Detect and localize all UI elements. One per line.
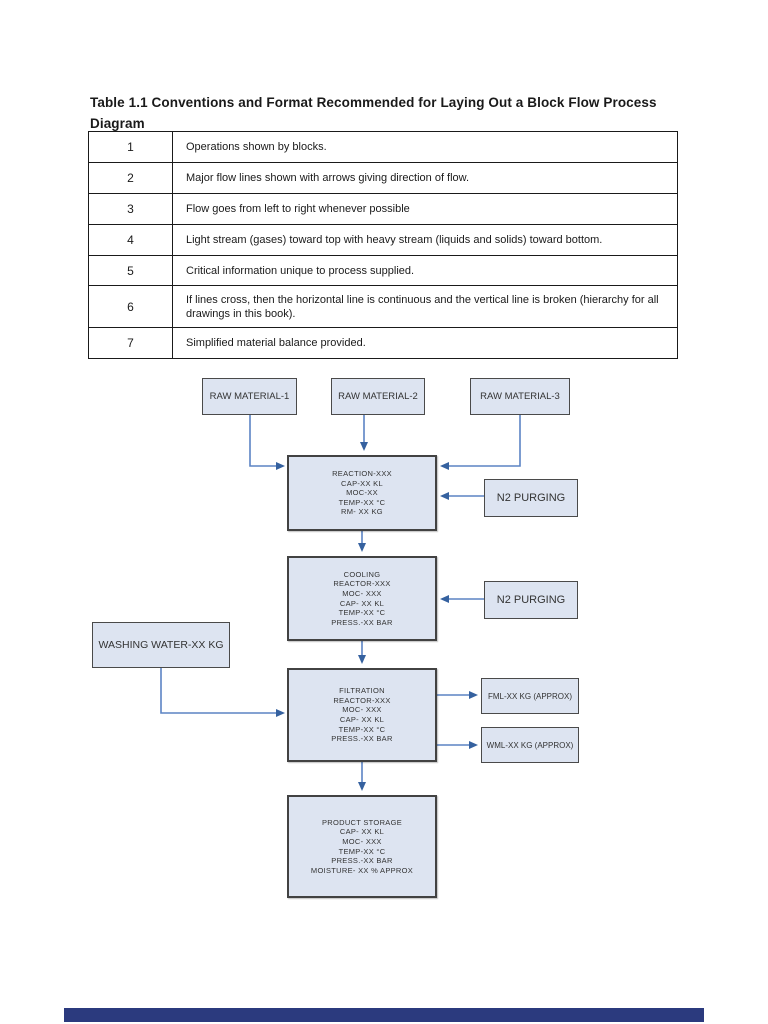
fml-output-box: FML-XX KG (APPROX) [481,678,579,714]
row-text: If lines cross, then the horizontal line… [186,293,659,320]
row-text: Operations shown by blocks. [186,141,327,153]
table-row: 4 Light stream (gases) toward top with h… [89,224,677,255]
product-storage-block: PRODUCT STORAGE CAP- XX KL MOC- XXX TEMP… [287,795,437,898]
conventions-table: 1 Operations shown by blocks. 2 Major fl… [88,131,678,359]
row-text: Critical information unique to process s… [186,264,415,277]
table-row: 7 Simplified material balance provided. [89,327,677,358]
reaction-block: REACTION-XXX CAP-XX KL MOC-XX TEMP-XX °C… [287,455,437,531]
row-number: 4 [89,225,173,255]
filtration-block: FILTRATION REACTOR-XXX MOC- XXX CAP- XX … [287,668,437,762]
row-number: 7 [89,328,173,358]
cooling-block: COOLING REACTOR-XXX MOC- XXX CAP- XX KL … [287,556,437,641]
washing-water-box: WASHING WATER-XX KG [92,622,230,668]
table-row: 3 Flow goes from left to right whenever … [89,193,677,224]
row-number: 5 [89,256,173,285]
n2-purging-box-2: N2 PURGING [484,581,578,619]
table-caption-line1: Table 1.1 Conventions and Format Recomme… [90,95,657,110]
next-page-top-strip [64,1008,704,1022]
row-text: Simplified material balance provided. [186,337,366,349]
raw-material-1-box: RAW MATERIAL-1 [202,378,297,415]
table-row: 1 Operations shown by blocks. [89,132,677,162]
table-caption: Table 1.1 Conventions and Format Recomme… [90,92,700,134]
row-text: Light stream (gases) toward top with hea… [186,234,603,246]
row-text: Major flow lines shown with arrows givin… [186,172,470,184]
wml-output-box: WML-XX KG (APPROX) [481,727,579,763]
table-row: 5 Critical information unique to process… [89,255,677,285]
table-caption-line2: Diagram [90,116,145,131]
row-number: 1 [89,132,173,162]
row-number: 3 [89,194,173,224]
raw-material-3-box: RAW MATERIAL-3 [470,378,570,415]
row-number: 2 [89,163,173,193]
row-text: Flow goes from left to right whenever po… [186,203,410,215]
raw-material-2-box: RAW MATERIAL-2 [331,378,425,415]
n2-purging-box-1: N2 PURGING [484,479,578,517]
table-row: 2 Major flow lines shown with arrows giv… [89,162,677,193]
row-number: 6 [89,286,173,327]
table-row: 6 If lines cross, then the horizontal li… [89,285,677,327]
